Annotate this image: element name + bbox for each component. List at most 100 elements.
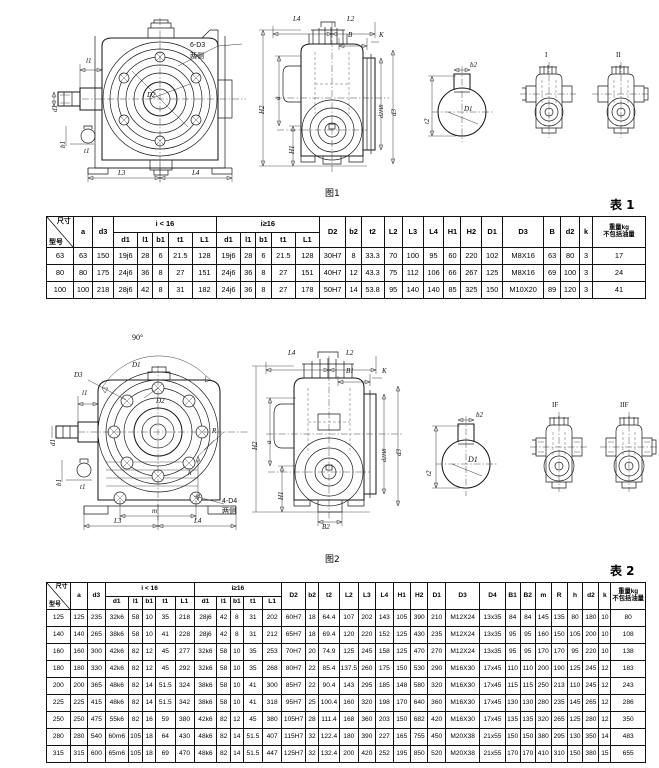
cell-t2: 64.4 [317, 609, 340, 627]
table2-sub-t1-a: t1 [155, 595, 176, 610]
cell-H2: 580 [409, 677, 429, 695]
fig1-h2-label: H2 [258, 105, 266, 114]
cell-B1: 135 [504, 711, 521, 729]
cell-R: 310 [550, 745, 568, 763]
cell-D2: 30H7 [318, 247, 347, 265]
cell-d1: 24j6 [112, 264, 139, 282]
cell-t1: 41 [155, 626, 176, 644]
cell-weight: 108 [610, 626, 646, 644]
cell-B2: 130 [519, 694, 536, 712]
cell-H2: 682 [409, 711, 429, 729]
cell-t1: 35 [242, 643, 264, 661]
cell-b2: 20 [305, 643, 319, 661]
cell-B2: 115 [519, 677, 536, 695]
cell-b2: 8 [345, 247, 362, 265]
cell-t2: 111.4 [317, 711, 340, 729]
cell-m: 280 [534, 694, 552, 712]
cell-t1: 27 [167, 264, 194, 282]
cell-D4: 13x35 [479, 609, 506, 627]
cell-l1: 58 [216, 677, 231, 695]
fig2-h-label: h [188, 469, 192, 477]
cell-L2: 125 [338, 643, 359, 661]
cell-t1: 45 [155, 660, 176, 678]
fig2-view-IIF-label: IIF [620, 401, 629, 409]
cell-H2: 640 [409, 694, 429, 712]
cell-R: 190 [550, 660, 568, 678]
cell-d1: 24j6 [215, 264, 242, 282]
cell-L3: 360 [357, 711, 377, 729]
cell-l1: 58 [216, 643, 231, 661]
cell-D3: M12X24 [444, 643, 481, 661]
cell-R: 295 [550, 728, 568, 746]
cell-B1: 170 [504, 745, 521, 763]
fig2-B1-label: B1 [346, 367, 354, 375]
cell-l1: 28 [240, 247, 257, 265]
cell-b1: 14 [142, 677, 157, 695]
fig2-view-IIF: IIF [598, 402, 659, 498]
cell-k: 15 [598, 745, 612, 763]
cell-L1: 268 [262, 660, 283, 678]
fig1-l4-top-label: L4 [293, 15, 301, 23]
table1-col-H1: H1 [443, 216, 462, 248]
cell-k: 3 [579, 264, 593, 282]
cell-d1: 19j6 [112, 247, 139, 265]
fig2-D1-label: D1 [132, 361, 141, 369]
table2-col-L2: L2 [338, 582, 359, 610]
cell-t1: 59 [155, 711, 176, 729]
cell-L4: 106 [422, 264, 445, 282]
cell-D4: 17x45 [479, 711, 506, 729]
cell-d2: 100 [559, 264, 581, 282]
table2-corner-top: 尺寸 [55, 584, 68, 590]
fig2-t2-label: t2 [425, 470, 433, 476]
table1-col-L4: L4 [422, 216, 445, 248]
cell-d2: 380 [582, 745, 600, 763]
cell-R: 150 [550, 626, 568, 644]
table2-sub-b1-a: b1 [142, 595, 157, 610]
cell-L4: 152 [375, 626, 394, 644]
cell-weight: 41 [591, 281, 647, 299]
cell-L1: 430 [174, 728, 195, 746]
cell-B: 69 [543, 264, 561, 282]
table1: 尺寸 型号 a d3 i < 16 i≥16 D2 b2 t2 L2 L3 L4… [46, 216, 647, 299]
cell-b2: 22 [305, 677, 319, 695]
cell-b1: 6 [255, 247, 272, 265]
fig2-l1-label: l1 [82, 389, 88, 397]
cell-B2: 95 [519, 626, 536, 644]
cell-h: 95 [566, 643, 584, 661]
cell-d3: 365 [87, 677, 106, 695]
fig1-b2-label: b2 [470, 61, 477, 69]
cell-L3: 220 [357, 626, 377, 644]
cell-a: 180 [69, 660, 89, 678]
fig1-d2-label: D2 [147, 91, 156, 99]
cell-t1: 31 [167, 281, 194, 299]
cell-a: 140 [69, 626, 89, 644]
table2-col-weight: 重量kg 不包括油量 [610, 582, 646, 610]
cell-d3: 150 [92, 247, 114, 265]
fig2-R-label: R [212, 427, 217, 435]
cell-H1: 66 [443, 264, 462, 282]
cell-d2: 80 [559, 247, 581, 265]
cell-L1: 218 [174, 609, 195, 627]
cell-B1: 84 [504, 609, 521, 627]
cell-d3: 415 [87, 694, 106, 712]
cell-weight: 483 [610, 728, 646, 746]
cell-weight: 655 [610, 745, 646, 763]
cell-L1: 151 [294, 264, 320, 282]
table2-col-b2: b2 [305, 582, 319, 610]
cell-L3: 140 [401, 281, 424, 299]
cell-D3: M10X20 [502, 281, 545, 299]
cell-l1: 82 [127, 677, 144, 695]
cell-d2: 220 [582, 643, 600, 661]
row-model: 225 [46, 694, 71, 712]
table1-weight-line1: 重量kg [608, 224, 629, 232]
cell-k: 10 [598, 609, 612, 627]
cell-d1: 38k6 [193, 694, 218, 712]
cell-B: 63 [543, 247, 561, 265]
cell-b1: 10 [229, 643, 244, 661]
